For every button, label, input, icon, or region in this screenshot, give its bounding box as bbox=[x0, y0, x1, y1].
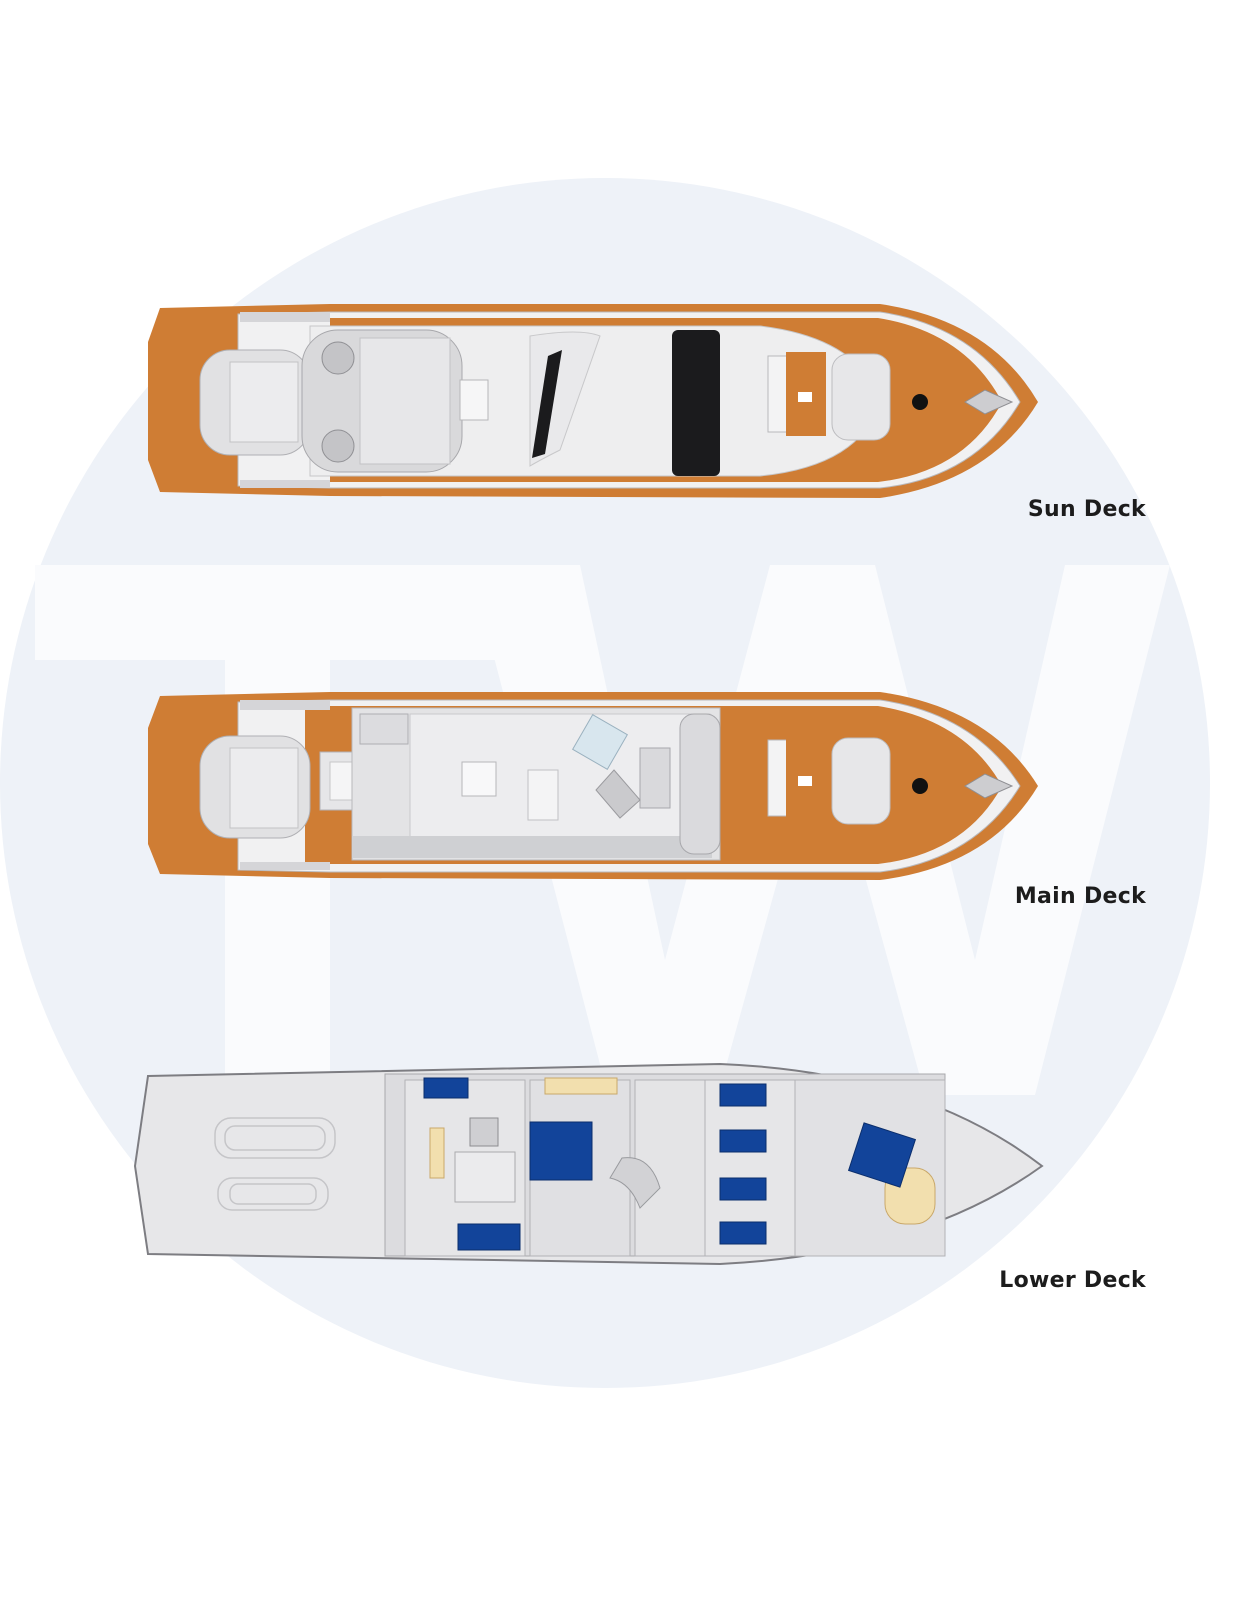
lower-deck-plan bbox=[133, 1062, 1044, 1266]
berth bbox=[423, 1077, 469, 1099]
sun-deck-label: Sun Deck bbox=[1027, 497, 1146, 522]
sun-deck-plan bbox=[148, 304, 1038, 498]
main-deck-plan bbox=[148, 692, 1038, 880]
main-deck-label: Main Deck bbox=[1014, 884, 1146, 909]
lower-deck-label: Lower Deck bbox=[999, 1268, 1146, 1293]
